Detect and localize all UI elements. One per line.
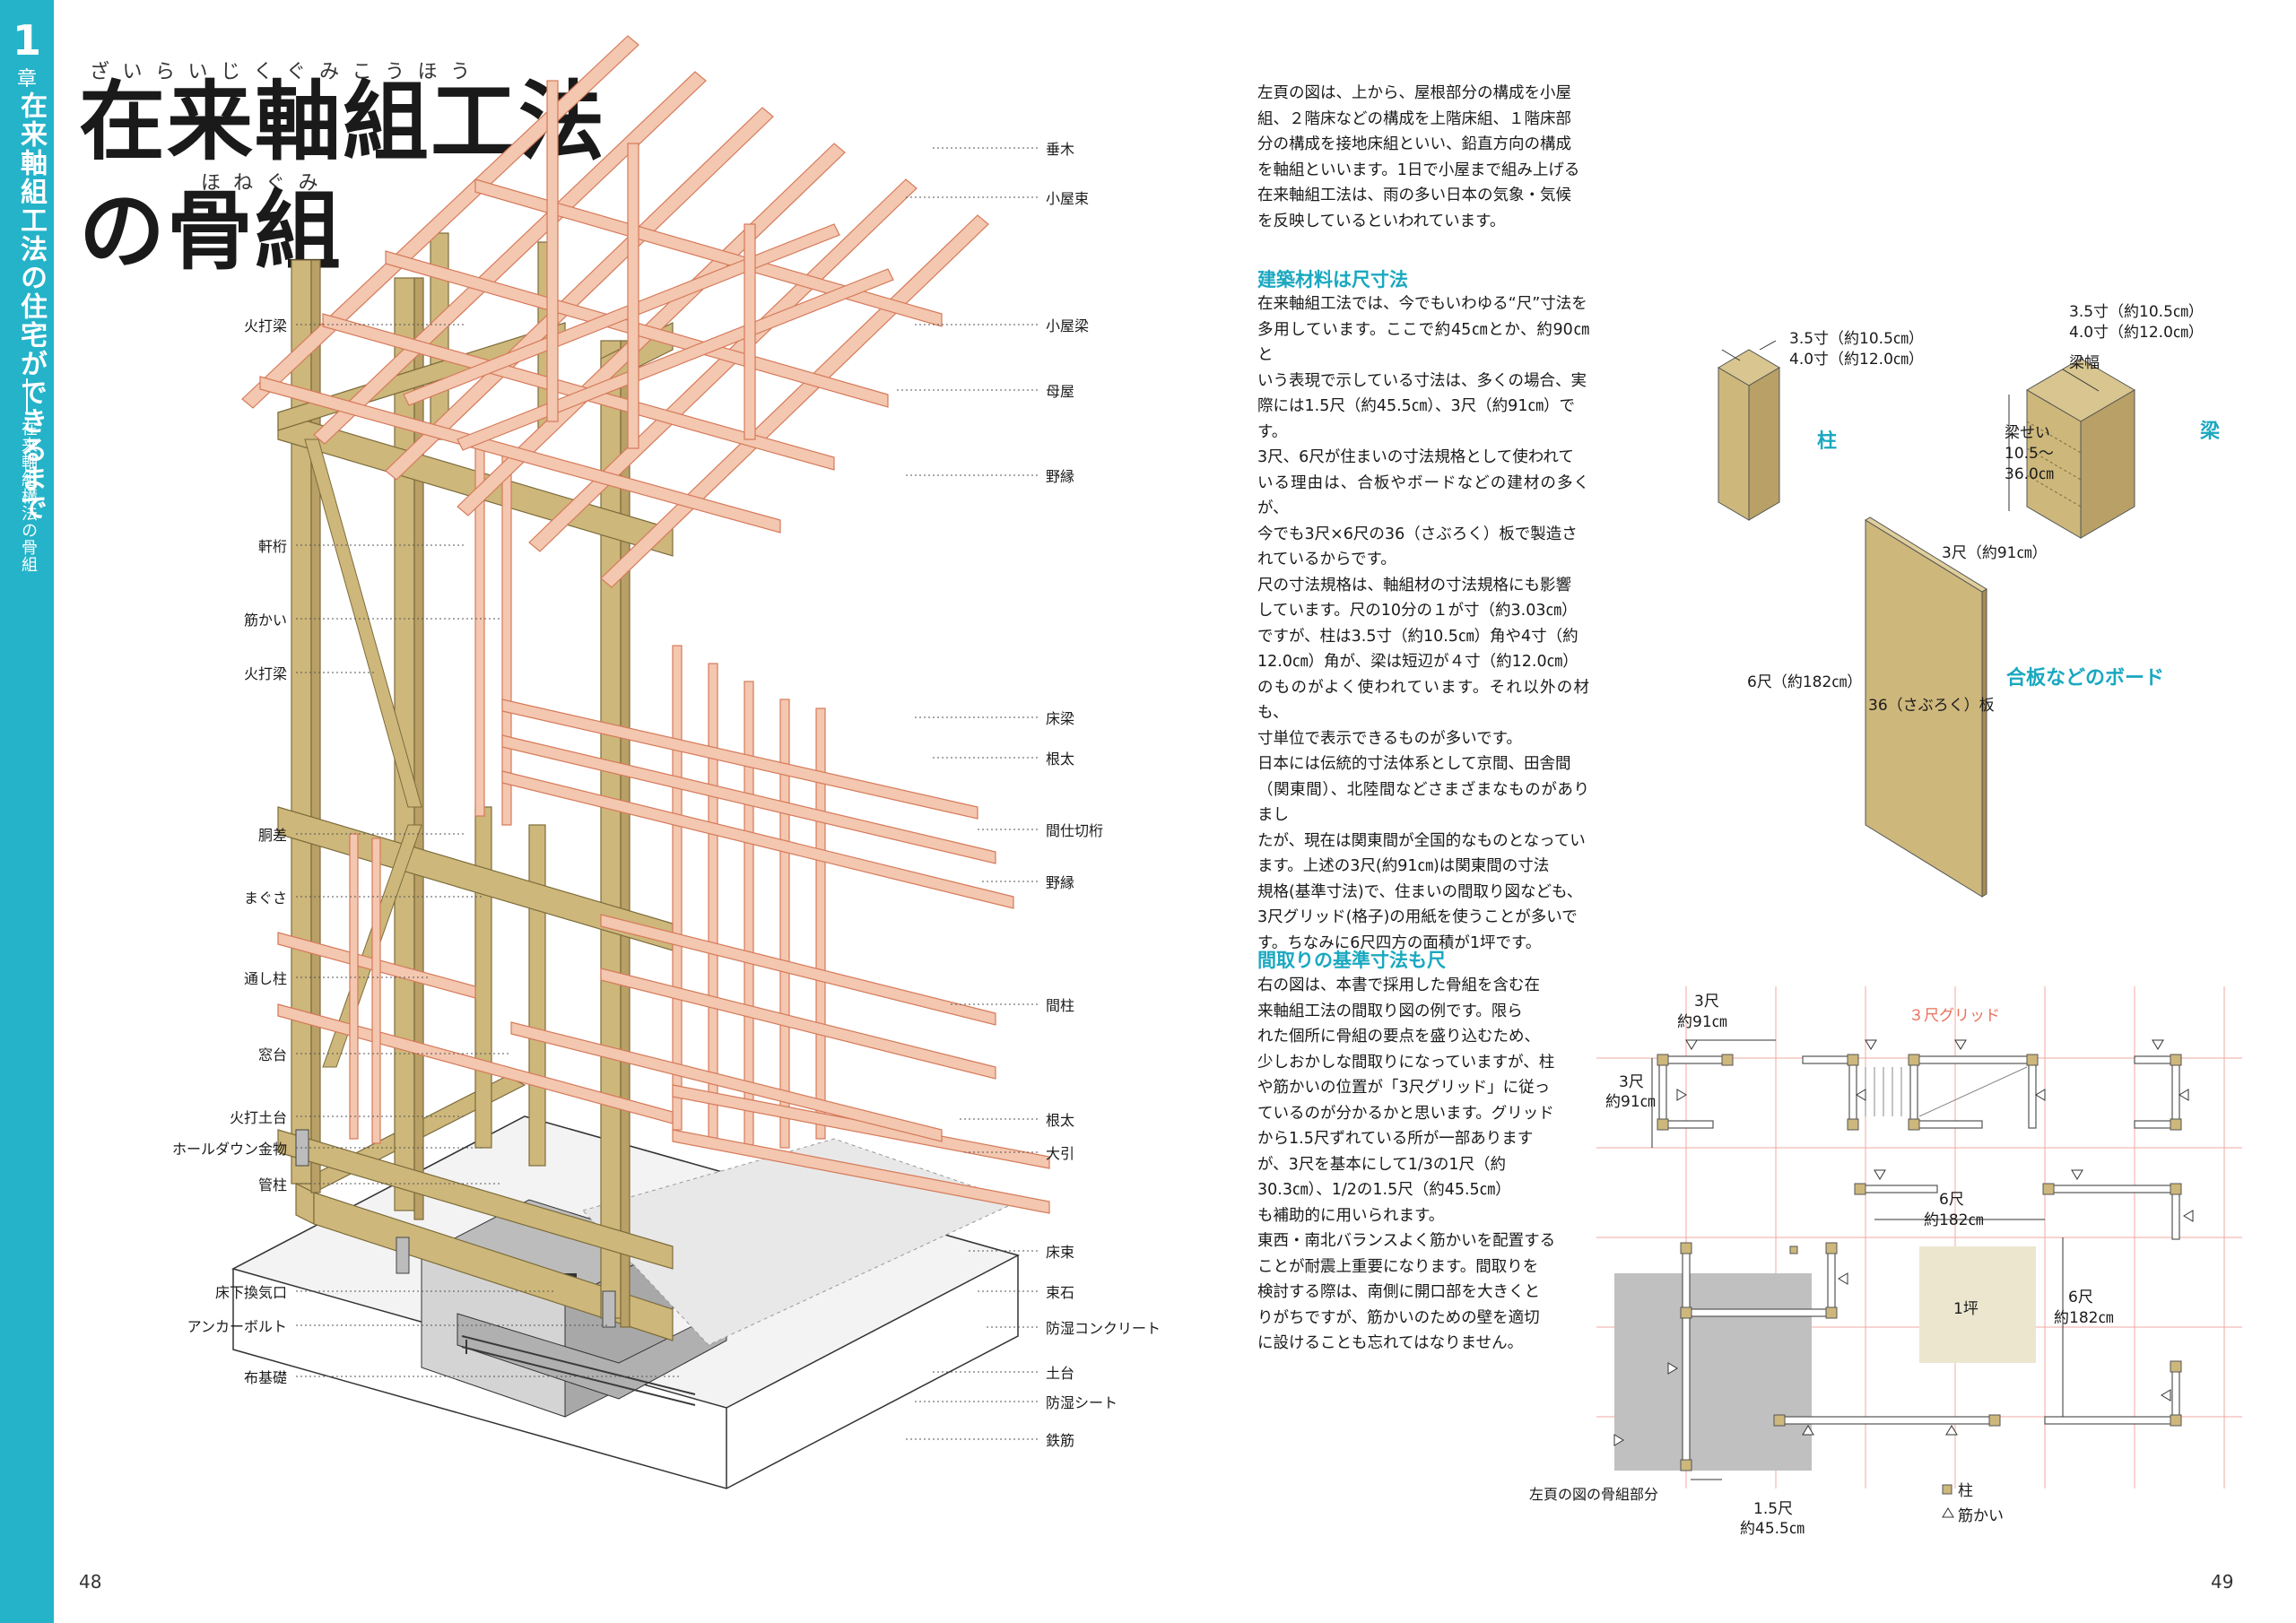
- label-floor-post: 床束: [1046, 1244, 1075, 1261]
- material-diagrams: [1718, 340, 2135, 898]
- label-lintel: まぐさ: [243, 890, 287, 907]
- section2-heading: 間取りの基準寸法も尺: [1257, 950, 1446, 971]
- plan-top-a: 3尺: [1694, 993, 1719, 1011]
- label-rafter: 垂木: [1046, 141, 1075, 158]
- label-floor-beam: 床梁: [1046, 710, 1075, 727]
- dim-arrows: [1651, 1039, 2064, 1480]
- studs-and-joists: [474, 438, 1050, 1214]
- plan-bottom-b: 約45.5㎝: [1740, 1520, 1805, 1538]
- label-roof-beam: 小屋梁: [1046, 317, 1090, 334]
- section1-text: 在来軸組工法では、今でもいわゆる“尺”寸法を 多用しています。ここで約45㎝とか…: [1257, 295, 1589, 952]
- label-damp-concrete: 防湿コンクリート: [1046, 1320, 1161, 1337]
- beam-width: 梁幅: [2069, 354, 2100, 372]
- beam-dim-b: 4.0寸（約12.0㎝）: [2069, 324, 2204, 342]
- label-joist: 根太: [1046, 751, 1075, 768]
- label-sill: 土台: [1046, 1365, 1075, 1382]
- lower-frame: [277, 833, 674, 1144]
- label-anchor-bolt: アンカーボルト: [187, 1318, 287, 1335]
- label-story-post: 管柱: [257, 1176, 287, 1193]
- stairs: [1865, 1066, 2028, 1117]
- pillar-markers: [1657, 1054, 2182, 1471]
- label-joist-2: 根太: [1046, 1112, 1075, 1129]
- pillar-dim-a: 3.5寸（約10.5㎝）: [1789, 330, 1924, 348]
- beam-height-b: 10.5～: [2005, 445, 2054, 463]
- label-horizontal-sill: 火打土台: [229, 1109, 287, 1126]
- plan-left-b: 約91㎝: [1605, 1093, 1656, 1111]
- plan-mid-b: 約182㎝: [1924, 1211, 1984, 1229]
- beam-height-a: 梁せい: [2005, 424, 2050, 442]
- page-number-left: 48: [79, 1571, 102, 1593]
- legend-brace-swatch: [1942, 1507, 1954, 1518]
- framing-illustration: [230, 35, 1050, 1489]
- plan-right-a: 6尺: [2068, 1289, 2093, 1306]
- legend-pillar: 柱: [1958, 1482, 1973, 1500]
- plan-bottom-a: 1.5尺: [1753, 1500, 1794, 1518]
- plan-left-a: 3尺: [1619, 1073, 1644, 1091]
- board-center: 36（さぶろく）板: [1868, 697, 1995, 715]
- pillar-drawing: [1718, 340, 1780, 521]
- chapter-title: 在来軸組工法の住宅ができるまで: [15, 91, 47, 522]
- label-damp-sheet: 防湿シート: [1046, 1394, 1118, 1411]
- label-brace: 筋かい: [243, 612, 287, 629]
- grid-label: ３尺グリッド: [1909, 1007, 2000, 1025]
- label-rebar: 鉄筋: [1046, 1432, 1075, 1449]
- legend-brace: 筋かい: [1958, 1507, 2004, 1525]
- label-girth: 胴差: [257, 827, 287, 844]
- intro-text: 左頁の図は、上から、屋根部分の構成を小屋 組、２階床などの構成を上階床組、１階床…: [1257, 84, 1580, 230]
- title-ruby-2: ほねぐみ: [201, 172, 331, 195]
- board-width: 3尺（約91㎝）: [1942, 544, 2048, 562]
- label-purlin: 母屋: [1046, 383, 1075, 400]
- plan-mid-a: 6尺: [1939, 1191, 1964, 1209]
- tsubo-area: [1919, 1246, 2036, 1363]
- title-ruby-1: ざいらいじくぐみこうほう: [90, 61, 483, 83]
- page-number-right: 49: [2211, 1571, 2234, 1593]
- label-holddown: ホールダウン金物: [171, 1141, 287, 1158]
- board-name: 合板などのボード: [2006, 667, 2165, 690]
- label-ceiling-joist: 野縁: [1046, 468, 1075, 485]
- label-ceiling-joist-2: 野縁: [1046, 874, 1075, 891]
- brace-markers: [1613, 1039, 2194, 1446]
- beam-drawing: [2008, 358, 2135, 539]
- plan-tsubo: 1坪: [1953, 1300, 1979, 1318]
- legend-pillar-swatch: [1942, 1484, 1952, 1495]
- pillar-dim-b: 4.0寸（約12.0㎝）: [1789, 351, 1924, 369]
- section-title: 在来軸組構法の骨組: [19, 420, 38, 573]
- label-horizontal-brace-mid: 火打梁: [243, 665, 287, 682]
- beam-height-c: 36.0㎝: [2005, 465, 2054, 483]
- skeleton-area: [1614, 1273, 1812, 1471]
- label-footing-stone: 束石: [1046, 1284, 1075, 1301]
- label-eaves-girder: 軒桁: [257, 538, 287, 555]
- plan-right-b: 約182㎝: [2054, 1309, 2114, 1327]
- plan-top-b: 約91㎝: [1677, 1013, 1727, 1031]
- label-horizontal-brace-top: 火打梁: [243, 317, 287, 334]
- section2-text: 右の図は、本書で採用した骨組を含む在 来軸組工法の間取り図の例です。限ら れた個…: [1257, 976, 1556, 1352]
- chapter-number: 1: [12, 16, 41, 65]
- floor-plan: [1596, 986, 2242, 1518]
- label-sleeper: 大引: [1046, 1145, 1075, 1162]
- label-through-post: 通し柱: [243, 970, 287, 987]
- plan-skeleton-note: 左頁の図の骨組部分: [1529, 1486, 1659, 1503]
- chapter-kanji: 章: [16, 68, 37, 91]
- beam-name: 梁: [2200, 421, 2221, 443]
- section1-heading: 建築材料は尺寸法: [1257, 269, 1408, 291]
- label-strip-foundation: 布基礎: [243, 1369, 287, 1386]
- chapter-divider: [26, 378, 28, 412]
- label-window-sill: 窓台: [257, 1046, 287, 1063]
- hold-down-hardware: [295, 1129, 616, 1328]
- label-stud: 間柱: [1046, 997, 1075, 1014]
- chapter-sidebar: [0, 0, 54, 1623]
- label-partition-girder: 間仕切桁: [1046, 822, 1104, 839]
- label-roof-strut: 小屋束: [1046, 190, 1090, 207]
- beam-dim-a: 3.5寸（約10.5㎝）: [2069, 303, 2204, 321]
- rafters: [241, 35, 989, 588]
- label-vent: 床下換気口: [214, 1284, 287, 1301]
- board-height: 6尺（約182㎝）: [1747, 673, 1863, 691]
- board-drawing: [1865, 516, 1987, 898]
- pillar-name: 柱: [1817, 430, 1838, 453]
